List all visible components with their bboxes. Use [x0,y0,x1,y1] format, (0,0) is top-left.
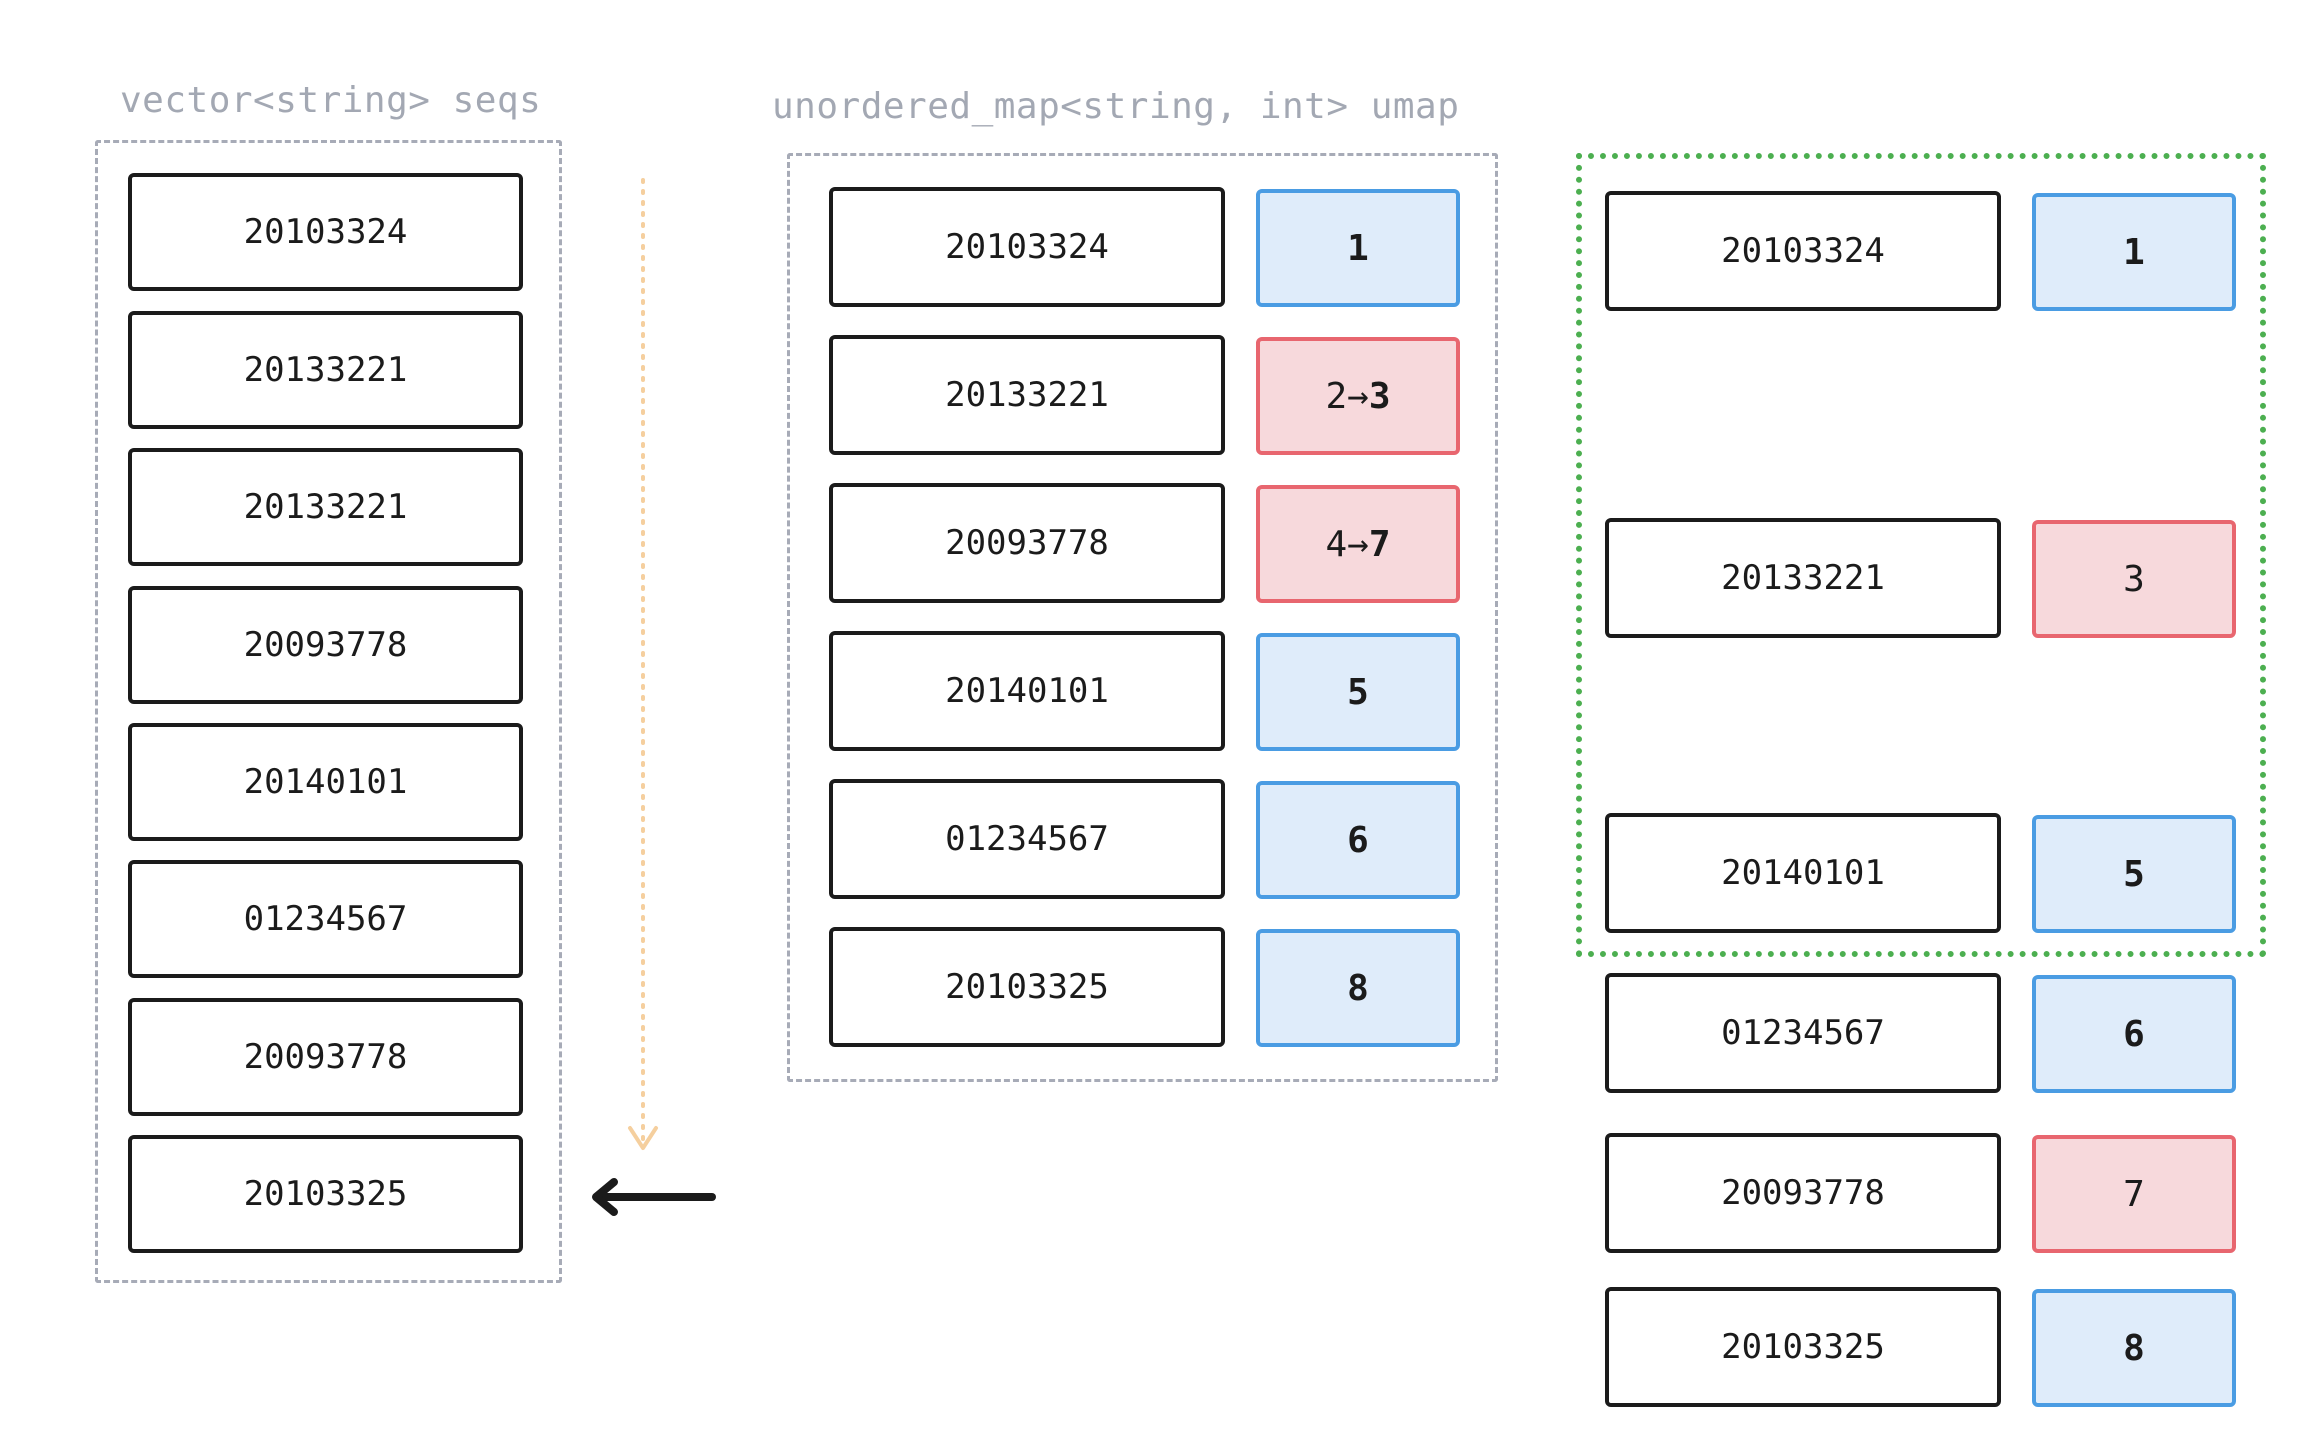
umap-key: 20103324 [829,187,1225,307]
vector-label: vector<string> seqs [120,80,542,121]
vector-item: 20133221 [128,448,523,566]
umap-key: 01234567 [829,779,1225,899]
result-key: 20140101 [1605,813,2001,933]
highlight-region [1576,153,2266,957]
result-count: 7 [2032,1135,2236,1253]
count-new-value: 3 [1368,375,1391,417]
update-arrow: → [1347,523,1369,565]
umap-count: 5 [1256,633,1460,751]
umap-count-update: 4→7 [1256,485,1460,603]
umap-key: 20133221 [829,335,1225,455]
umap-count: 6 [1256,781,1460,899]
result-key: 20093778 [1605,1133,2001,1253]
result-count: 6 [2032,975,2236,1093]
vector-item: 20093778 [128,998,523,1116]
umap-count-update: 2→3 [1256,337,1460,455]
result-key: 01234567 [1605,973,2001,1093]
umap-key: 20103325 [829,927,1225,1047]
umap-key: 20093778 [829,483,1225,603]
count-new-value: 7 [1368,523,1391,565]
vector-container [95,140,562,1283]
count-old-value: 2 [1325,375,1348,417]
result-count: 5 [2032,815,2236,933]
result-count: 1 [2032,193,2236,311]
result-key: 20133221 [1605,518,2001,638]
umap-key: 20140101 [829,631,1225,751]
umap-label: unordered_map<string, int> umap [772,86,1460,127]
result-count: 8 [2032,1289,2236,1407]
vector-item: 20140101 [128,723,523,841]
vector-item: 20103324 [128,173,523,291]
result-count: 3 [2032,520,2236,638]
umap-count: 1 [1256,189,1460,307]
current-element-pointer-arrow [592,1178,716,1216]
result-key: 20103325 [1605,1287,2001,1407]
count-old-value: 4 [1325,523,1348,565]
vector-item: 20133221 [128,311,523,429]
vector-item: 20093778 [128,586,523,704]
umap-container [787,153,1498,1082]
umap-count: 8 [1256,929,1460,1047]
result-key: 20103324 [1605,191,2001,311]
vector-item: 01234567 [128,860,523,978]
update-arrow: → [1347,375,1369,417]
vector-item: 20103325 [128,1135,523,1253]
scan-direction-arrow [628,178,658,1150]
